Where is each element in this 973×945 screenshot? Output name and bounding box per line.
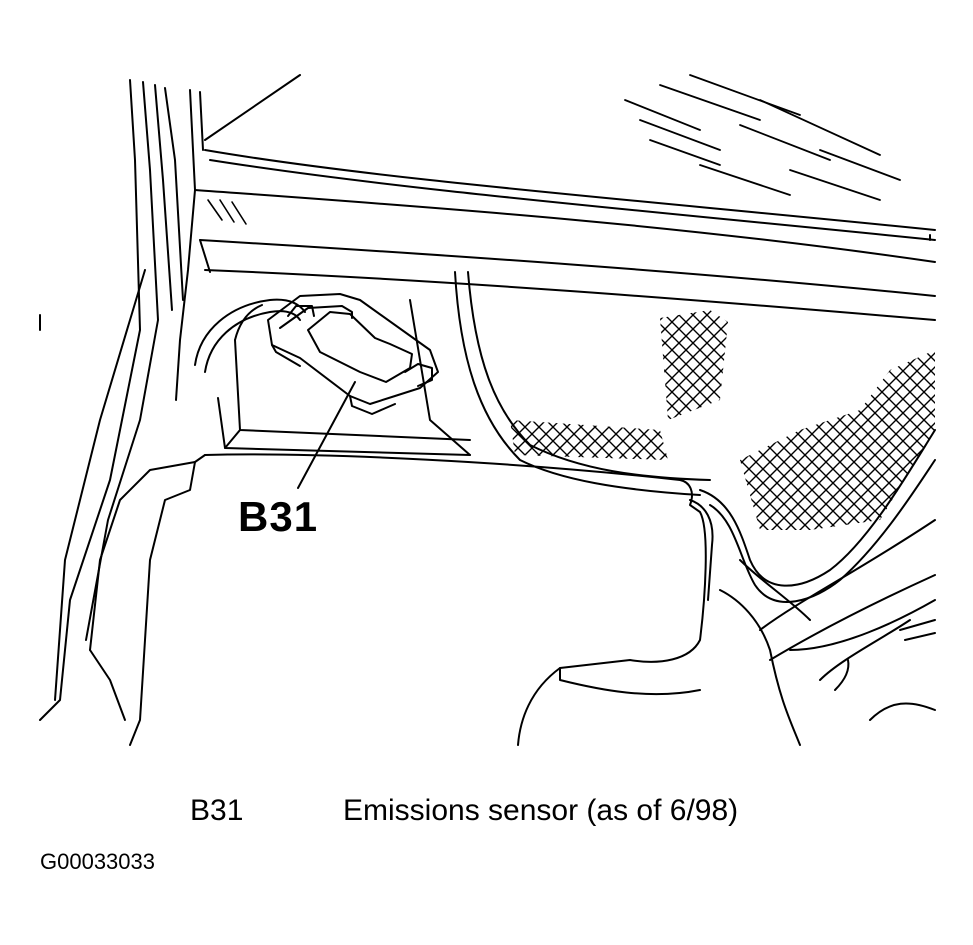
sensor-cable: [194, 298, 306, 373]
intake-housing: [89, 453, 714, 746]
windshield-hatching: [624, 74, 901, 201]
grille-mesh: [510, 310, 935, 530]
cowl-panel: [194, 74, 936, 321]
callout-label-b31: B31: [238, 493, 319, 540]
left-pillar-lines: [39, 79, 204, 721]
cowl-vent: [207, 199, 247, 225]
legend-description: Emissions sensor (as of 6/98): [343, 794, 739, 827]
radiator-hose: [699, 429, 936, 746]
engine-bay-illustration: [39, 74, 936, 746]
legend-code: B31: [190, 794, 244, 827]
emissions-sensor-b31: [267, 293, 439, 415]
callout-leader-line: [297, 381, 356, 489]
figure-id: G00033033: [40, 849, 155, 874]
